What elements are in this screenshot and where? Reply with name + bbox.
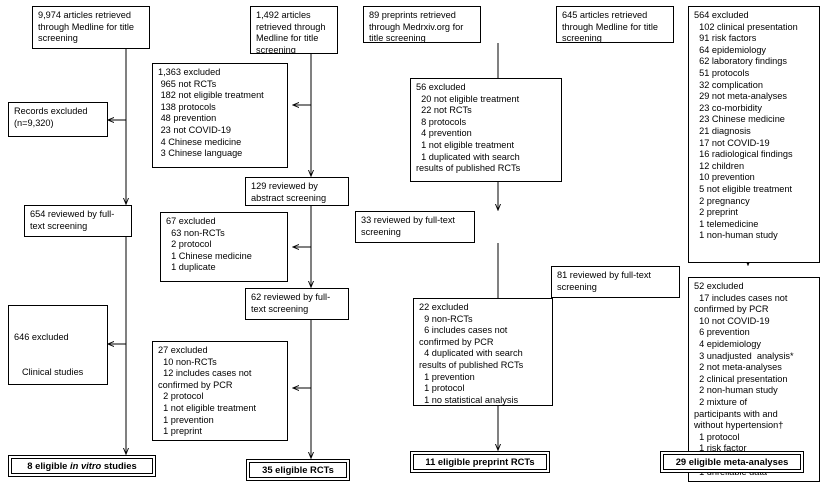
review-box-62: 62 reviewed by full-text screening <box>245 288 349 320</box>
excluded-646-line-1: 646 excluded <box>14 332 69 343</box>
review-box-81: 81 reviewed by full-text screening <box>551 266 680 298</box>
source-box-rct: 1,492 articles retrieved through Medline… <box>250 6 338 54</box>
excluded-646-line-2: Clinical studies <box>22 366 84 377</box>
excluded-box-646: 646 excluded Clinical studies Prophylaxi… <box>8 305 108 385</box>
result-invitro-text-a: 8 eligible <box>27 460 71 472</box>
result-box-meta: 29 eligible meta-analyses <box>660 451 804 473</box>
excluded-box-56: 56 excluded 20 not eligible treatment 22… <box>410 78 562 182</box>
excluded-box-67: 67 excluded 63 non-RCTs 2 protocol 1 Chi… <box>160 212 288 282</box>
excluded-box-564: 564 excluded 102 clinical presentation 9… <box>688 6 820 263</box>
result-rct-inner: 35 eligible RCTs <box>249 462 347 478</box>
result-invitro-text-italic: in vitro <box>70 460 102 472</box>
review-box-33: 33 reviewed by full-text screening <box>355 211 475 243</box>
result-box-rct: 35 eligible RCTs <box>246 459 350 481</box>
excluded-box-27: 27 excluded 10 non-RCTs 12 includes case… <box>152 341 288 441</box>
result-preprint-inner: 11 eligible preprint RCTs <box>413 454 547 470</box>
excluded-box-1363: 1,363 excluded 965 not RCTs 182 not elig… <box>152 63 288 168</box>
excluded-box-22: 22 excluded 9 non-RCTs 6 includes cases … <box>413 298 553 406</box>
result-invitro-text-c: studies <box>101 460 137 472</box>
source-box-invitro: 9,974 articles retrieved through Medline… <box>32 6 150 49</box>
result-invitro-inner: 8 eligible in vitro studies <box>11 458 153 474</box>
review-box-129: 129 reviewed by abstract screening <box>245 177 349 206</box>
result-box-preprint: 11 eligible preprint RCTs <box>410 451 550 473</box>
excluded-box-records: Records excluded (n=9,320) <box>8 102 108 137</box>
source-box-preprint: 89 preprints retrieved through Medrxiv.o… <box>363 6 481 43</box>
result-meta-inner: 29 eligible meta-analyses <box>663 454 801 470</box>
result-box-invitro: 8 eligible in vitro studies <box>8 455 156 477</box>
review-box-654: 654 reviewed by full-text screening <box>24 205 132 237</box>
source-box-meta: 645 articles retrieved through Medline f… <box>556 6 674 43</box>
